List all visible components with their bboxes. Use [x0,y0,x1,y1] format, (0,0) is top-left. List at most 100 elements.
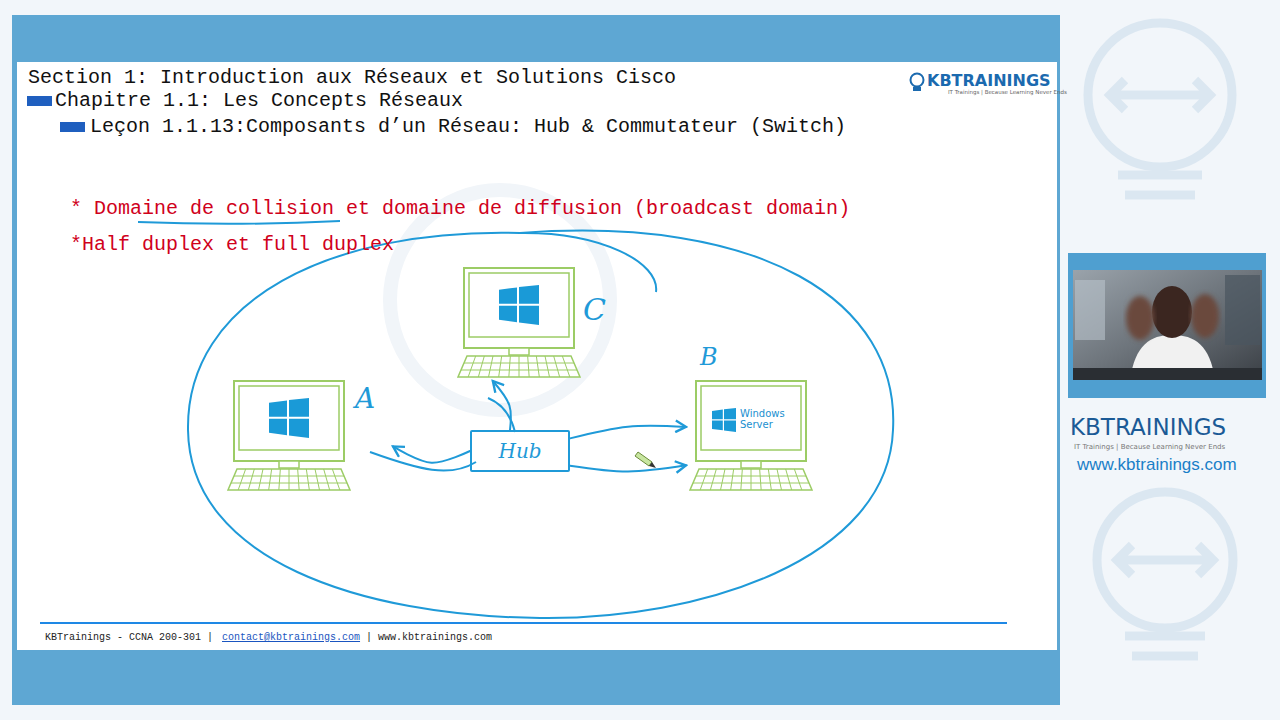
heading-bar [27,96,52,106]
footer-text: KBTrainings - CCNA 200-301 | [45,632,213,644]
hand-stroke [488,398,515,432]
keyboard-key-line [324,469,330,490]
handwritten-letter: B [700,344,718,370]
windows-logo [499,285,539,325]
windows-logo-pane [712,409,723,419]
signal-arrow [493,381,511,430]
hand-underline [138,221,340,224]
hub-label: Hub [472,440,568,462]
windows-logo-pane [269,419,287,435]
bulb-base [1125,636,1205,656]
lesson-heading: Leçon 1.1.13:Composants d’un Réseau: Hub… [90,115,846,139]
windows-logo-pane [289,398,309,417]
keyboard-key-line [238,469,246,490]
server: BWindows Server [686,344,814,492]
windows-logo-pane [724,408,736,419]
windows-logo-pane [724,420,736,432]
windows-logo [712,408,736,432]
monitor-frame [464,268,574,348]
slide-area [17,62,1057,650]
monitor-stand [279,461,299,468]
brand-tagline: IT Trainings | Because Learning Never En… [1074,443,1225,451]
pencil-tip [649,462,656,468]
keyboard-key-line [760,469,762,490]
monitor-screen [239,386,339,450]
keyboard-key-line [536,356,539,377]
keyboard-key-line [794,469,802,490]
chapter-heading: Chapitre 1.1: Les Concepts Réseaux [55,89,463,113]
pencil-body [635,452,652,466]
monitor-screen [701,386,801,450]
handwritten-letter: C [583,293,606,326]
person-hand [1126,296,1154,340]
webcam-feed [1068,253,1266,398]
handwritten-letter: A [355,384,375,415]
bulb-arrows [1110,80,1210,110]
logo-tagline: IT Trainings | Because Learning Never En… [948,89,1067,96]
slide-watermark [390,190,610,410]
keyboard-key-line [315,469,320,490]
computer: A [221,372,393,492]
footer-email: contact@kbtrainings.com [222,632,360,644]
keyboard-key-line [768,469,771,490]
bulb-outline [390,190,610,410]
keyboard-key-line [499,356,502,377]
webcam-background-shelf [1225,275,1260,345]
heading-bar [60,122,85,132]
logo-wordmark: KBTRAININGS [927,71,1051,90]
hub-box: Hub [470,430,570,472]
logo-bulb-base [913,87,921,91]
bulb-arrows [1117,545,1213,575]
bulb-watermark [1097,492,1233,656]
webcam-frame [1068,253,1266,398]
computer-drawing [228,381,350,490]
logo-icon [911,74,924,92]
monitor-screen [469,273,569,337]
windows-logo-pane [519,285,539,304]
keyboard-key-line [248,469,254,490]
brand-wordmark: KBTRAININGS [1070,414,1226,442]
keyboard-key-line [332,469,340,490]
bullet-point: *Half duplex et full duplex [70,233,394,257]
pointer-pencil [635,452,656,468]
keyboard-key-line [519,356,520,377]
computer: C [455,263,627,381]
person-hand [1191,294,1219,338]
keyboard-key-line [545,356,550,377]
keyboard-key-line [710,469,716,490]
webcam-background-shelf [1075,280,1105,340]
windows-logo-pane [499,287,517,303]
windows-logo-pane [499,306,517,322]
windows-logo-pane [269,400,287,416]
computer-drawing [690,381,812,490]
monitor-stand [509,348,529,355]
keyboard-key-line [528,356,530,377]
keyboard-key-line [269,469,272,490]
windows-logo-pane [289,419,309,438]
computer-drawing [458,268,580,377]
webcam-desk [1073,368,1262,380]
bullet-point: * Domaine de collision et domaine de dif… [70,197,850,221]
windows-logo-pane [712,420,723,430]
bulb-outline [1097,492,1233,628]
monitor-stand [741,461,761,468]
monitor-frame [234,381,344,461]
monitor-frame [696,381,806,461]
person-head [1152,286,1192,338]
signal-arrow [393,446,470,462]
keyboard-key-line [468,356,476,377]
keyboard-key-line [731,469,734,490]
keyboard [228,469,350,490]
keyboard-key-line [279,469,281,490]
bulb-outline [1088,23,1232,167]
signal-arrow [570,465,686,471]
keyboard-key-line [298,469,300,490]
keyboard-key-line [700,469,708,490]
keyboard-key-line [289,469,290,490]
keyboard-key-line [751,469,752,490]
keyboard [690,469,812,490]
keyboard-key-line [489,356,494,377]
keyboard-key-line [721,469,726,490]
keyboard-key-line [786,469,792,490]
